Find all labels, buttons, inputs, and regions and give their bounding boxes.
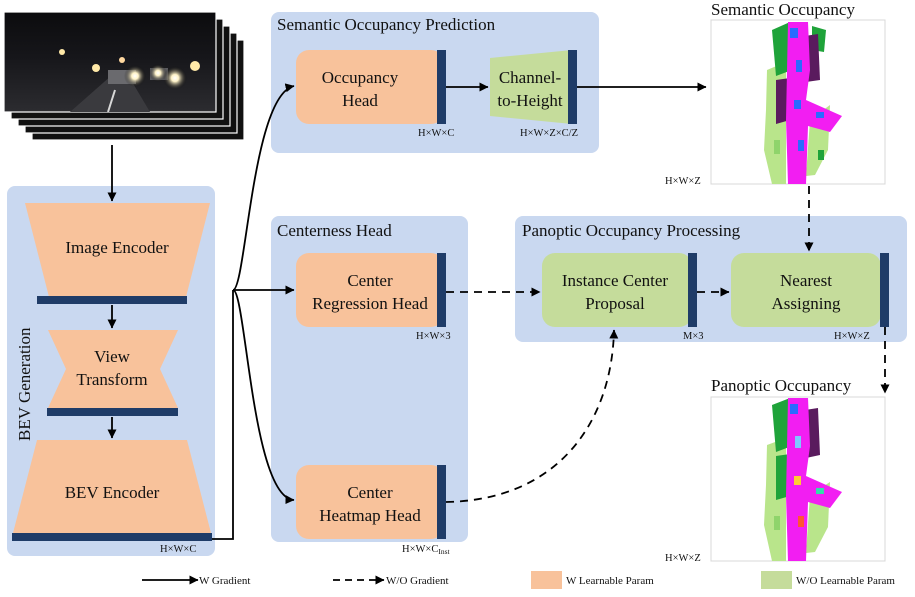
- center-heatmap-block: [296, 465, 444, 539]
- panoptic-processing-title: Panoptic Occupancy Processing: [522, 221, 741, 240]
- panoptic-occupancy-title: Panoptic Occupancy: [711, 376, 852, 395]
- panoptic-occupancy-dim: H×W×Z: [665, 553, 701, 564]
- channel-to-height-block: [490, 50, 572, 124]
- view-transform-block: [48, 330, 178, 408]
- image-encoder-label: Image Encoder: [65, 238, 169, 257]
- view-transform-label-2: Transform: [76, 370, 147, 389]
- center-heatmap-feature-bar: [437, 465, 446, 539]
- occupancy-head-label-2: Head: [342, 91, 378, 110]
- center-regression-label-2: Regression Head: [312, 294, 428, 313]
- bev-encoder-block: [13, 440, 211, 533]
- image-encoder-block: [25, 203, 210, 297]
- legend-w-gradient: W Gradient: [199, 575, 250, 587]
- center-heatmap-dim: H×W×CInst: [402, 544, 451, 556]
- bev-generation-panel: BEV Generation Image Encoder View Transf…: [7, 186, 215, 556]
- semantic-occupancy-map: [764, 22, 842, 184]
- bev-encoder-feature-bar: [12, 533, 212, 541]
- arrow-bev-to-branch: [212, 290, 234, 540]
- nearest-assigning-feature-bar: [880, 253, 889, 327]
- channel-to-height-feature-bar: [568, 50, 577, 124]
- instance-center-label-2: Proposal: [585, 294, 645, 313]
- center-regression-label-1: Center: [347, 271, 393, 290]
- panoptic-processing-panel: Panoptic Occupancy Processing Instance C…: [515, 216, 907, 342]
- channel-to-height-label-2: to-Height: [497, 91, 562, 110]
- nearest-assigning-label-2: Assigning: [772, 294, 841, 313]
- semantic-occupancy-dim: H×W×Z: [665, 176, 701, 187]
- image-encoder-feature-bar: [37, 296, 187, 304]
- center-regression-feature-bar: [437, 253, 446, 327]
- semantic-prediction-title: Semantic Occupancy Prediction: [277, 15, 496, 34]
- legend-non-learnable-swatch: [761, 571, 792, 589]
- bev-output-dim: H×W×C: [160, 544, 196, 555]
- arrow-heatmap-to-proposal: [445, 329, 619, 503]
- legend: W Gradient W/O Gradient W Learnable Para…: [142, 571, 895, 589]
- legend-wo-learnable: W/O Learnable Param: [796, 575, 895, 587]
- center-regression-block: [296, 253, 444, 327]
- centerness-head-panel: Centerness Head Center Regression Head H…: [271, 216, 468, 556]
- legend-wo-gradient: W/O Gradient: [386, 575, 449, 587]
- nearest-assigning-dim: H×W×Z: [834, 331, 870, 342]
- semantic-prediction-panel: Semantic Occupancy Prediction Occupancy …: [271, 12, 599, 153]
- center-heatmap-label-2: Heatmap Head: [319, 506, 421, 525]
- view-transform-feature-bar: [47, 408, 178, 416]
- nearest-assigning-block: [731, 253, 881, 327]
- night-camera-image: [3, 11, 217, 113]
- occupancy-head-feature-bar: [437, 50, 446, 124]
- center-regression-dim: H×W×3: [416, 331, 451, 342]
- instance-center-label-1: Instance Center: [562, 271, 669, 290]
- panoptic-occupancy-output: Panoptic Occupancy H×W×Z: [665, 376, 886, 564]
- view-transform-label-1: View: [94, 347, 131, 366]
- center-heatmap-label-1: Center: [347, 483, 393, 502]
- bev-encoder-label: BEV Encoder: [65, 483, 160, 502]
- camera-image-stack: [3, 11, 245, 141]
- occupancy-head-dim: H×W×C: [418, 128, 454, 139]
- occupancy-head-label-1: Occupancy: [322, 68, 399, 87]
- centerness-head-title: Centerness Head: [277, 221, 392, 240]
- instance-center-block: [542, 253, 692, 327]
- semantic-occupancy-output: Semantic Occupancy H×W×Z: [665, 0, 886, 187]
- arrow-branch-to-center-heatmap: [232, 289, 295, 505]
- legend-w-learnable: W Learnable Param: [566, 575, 654, 587]
- nearest-assigning-label-1: Nearest: [780, 271, 832, 290]
- panoptic-occupancy-map: [764, 398, 842, 561]
- channel-to-height-dim: H×W×Z×C/Z: [520, 128, 578, 139]
- occupancy-head-block: [296, 50, 444, 124]
- semantic-occupancy-title: Semantic Occupancy: [711, 0, 855, 19]
- channel-to-height-label-1: Channel-: [499, 68, 562, 87]
- legend-learnable-swatch: [531, 571, 562, 589]
- instance-center-feature-bar: [688, 253, 697, 327]
- arrow-branch-to-occupancy-head: [232, 83, 295, 291]
- instance-center-dim: M×3: [683, 331, 704, 342]
- bev-generation-label: BEV Generation: [15, 327, 34, 441]
- connectors: [107, 82, 890, 540]
